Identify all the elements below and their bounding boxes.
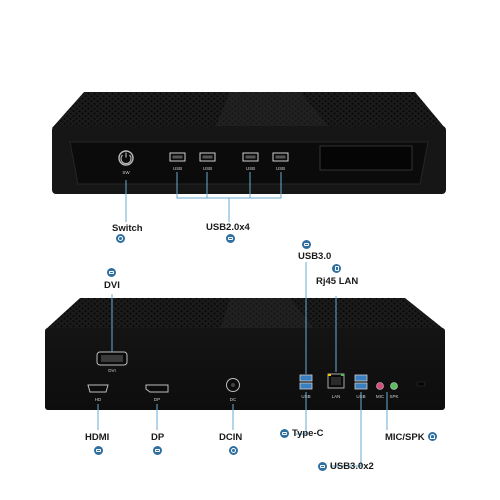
- rear-top-vent: [45, 298, 445, 330]
- callout-hdmi: HDMI: [85, 432, 110, 443]
- rear-usb3-stack-1[interactable]: [299, 374, 313, 390]
- rear-lock-slot: [416, 381, 426, 387]
- usb3-icon: [302, 240, 311, 249]
- front-usb-label-3: USB: [246, 166, 255, 171]
- rear-dvi-port[interactable]: [96, 351, 128, 366]
- rear-dvi-label: DVI: [108, 368, 116, 373]
- rear-spk-jack[interactable]: [390, 382, 398, 390]
- switch-icon: [116, 234, 125, 243]
- callout-switch: Switch: [112, 223, 143, 234]
- rear-lan-label: LAN: [332, 394, 341, 399]
- callout-micspk: MIC/SPK: [385, 432, 425, 443]
- rear-spk-label: SPK: [389, 394, 398, 399]
- front-usb-label-1: USB: [173, 166, 182, 171]
- rear-dp-port[interactable]: [145, 384, 169, 393]
- front-unit: SW USB USB USB USB: [52, 92, 446, 194]
- micspk-icon: [428, 432, 437, 441]
- usb2-icon: [226, 234, 235, 243]
- rear-dc-label: DC: [230, 397, 237, 402]
- dp-icon: [153, 446, 162, 455]
- rear-usb3-stack-2[interactable]: [354, 374, 368, 390]
- rear-hd-label: HD: [95, 397, 102, 402]
- dcin-icon: [229, 446, 238, 455]
- front-usb-port-2[interactable]: [199, 152, 216, 162]
- front-usb-port-3[interactable]: [242, 152, 259, 162]
- callout-dvi: DVI: [104, 280, 120, 291]
- rear-lan-port[interactable]: [327, 373, 345, 389]
- front-top-shine: [215, 92, 330, 128]
- callout-rj45: Rj45 LAN: [316, 276, 359, 287]
- callout-usb3x2: USB3.0x2: [330, 461, 374, 472]
- front-usb-label-2: USB: [203, 166, 212, 171]
- front-usb-port-4[interactable]: [272, 152, 289, 162]
- lan-icon: [332, 264, 341, 273]
- callout-usb2: USB2.0x4: [206, 222, 250, 233]
- front-top-vent: [52, 92, 445, 128]
- front-card-slot: [319, 145, 413, 171]
- callout-typec: Type-C: [292, 428, 324, 439]
- front-usb-port-1[interactable]: [169, 152, 186, 162]
- rear-top-shine: [220, 298, 315, 330]
- callout-dcin: DCIN: [219, 432, 243, 443]
- rear-mic-label: MIC: [376, 394, 385, 399]
- callout-usb3: USB3.0: [298, 251, 332, 262]
- front-power-button[interactable]: [118, 150, 134, 166]
- callout-dp: DP: [151, 432, 165, 443]
- front-usb-label-4: USB: [276, 166, 285, 171]
- hdmi-icon: [94, 446, 103, 455]
- front-sw-label: SW: [122, 170, 130, 175]
- rear-mic-jack[interactable]: [376, 382, 384, 390]
- rear-leader-lines: [97, 262, 388, 467]
- rear-dp-label: DP: [154, 397, 160, 402]
- dvi-icon: [107, 268, 116, 277]
- rear-hdmi-port[interactable]: [87, 384, 109, 393]
- typec-icon: [280, 429, 289, 438]
- rear-dc-port[interactable]: [226, 378, 240, 392]
- front-leader-lines: [125, 172, 282, 222]
- usb3x2-icon: [318, 462, 327, 471]
- rear-face-shade: [45, 328, 445, 410]
- rear-unit: DVI HD DP DC USB LAN USB: [45, 298, 445, 410]
